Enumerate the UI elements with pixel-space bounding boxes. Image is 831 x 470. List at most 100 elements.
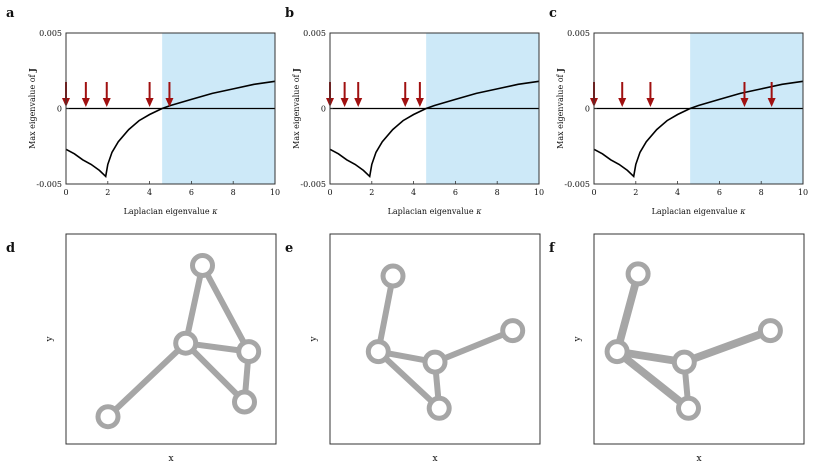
eigenvalue-arrow	[618, 82, 627, 107]
eigenvalue-arrow	[767, 82, 776, 107]
network-plot-f: f x y	[549, 233, 805, 464]
network-node	[422, 349, 448, 375]
network-node	[604, 339, 630, 365]
x-tick-label: 8	[759, 188, 764, 197]
plot-frame	[65, 233, 277, 445]
eigen-curve	[329, 80, 540, 179]
network-edge	[613, 269, 642, 356]
arrow-head	[767, 98, 776, 107]
panel-letter: a	[6, 6, 15, 21]
network-edge	[432, 327, 516, 366]
x-axis-label: x	[432, 454, 437, 464]
arrow-head	[740, 98, 749, 107]
x-tick-label: 0	[591, 188, 596, 197]
eigenvalue-arrow	[740, 82, 749, 107]
x-tick-label: 10	[534, 188, 544, 197]
x-tick-label: 8	[231, 188, 236, 197]
x-axis-label: Laplacian eigenvalue κ	[652, 207, 747, 216]
network-edge	[105, 340, 189, 420]
y-axis-label: y	[573, 336, 583, 343]
x-axis-label: Laplacian eigenvalue κ	[124, 207, 219, 216]
network-node	[757, 318, 783, 344]
eigenvalue-arrow	[354, 82, 363, 107]
x-tick-label: 0	[327, 188, 332, 197]
eigenvalue-arrow	[415, 82, 424, 107]
network-edge	[182, 340, 248, 405]
panel-letter: b	[285, 6, 294, 21]
network-edge	[613, 347, 693, 413]
arrow-head	[354, 98, 363, 107]
x-tick-label: 4	[411, 188, 416, 197]
eigenvalue-arrow	[340, 82, 349, 107]
y-axis-label: Max eigenvalue of J	[555, 68, 565, 149]
x-tick-label: 6	[189, 188, 194, 197]
y-tick-label: 0.005	[303, 29, 326, 38]
x-tick-label: 10	[798, 188, 808, 197]
arrow-head	[618, 98, 627, 107]
y-tick-label: -0.005	[564, 180, 590, 189]
arrow-head	[102, 98, 111, 107]
arrow-head	[401, 98, 410, 107]
x-tick-label: 6	[453, 188, 458, 197]
network-edge	[199, 262, 252, 355]
network-node	[625, 261, 651, 287]
y-tick-label: -0.005	[300, 180, 326, 189]
panel-letter: c	[549, 6, 557, 21]
arrow-head	[340, 98, 349, 107]
y-tick-label: -0.005	[36, 180, 62, 189]
eigen-curve	[65, 80, 276, 179]
y-axis-label: Max eigenvalue of J	[27, 68, 37, 149]
eigenvalue-arrow	[165, 82, 174, 107]
network-node	[173, 330, 199, 356]
x-axis-label: x	[168, 454, 173, 464]
network-node	[365, 339, 391, 365]
eigenvalue-arrow	[145, 82, 154, 107]
y-tick-label: 0.005	[567, 29, 590, 38]
eigenvalue-arrow	[81, 82, 90, 107]
y-tick-label: 0	[585, 105, 590, 114]
y-axis-label: y	[309, 336, 319, 343]
x-tick-label: 2	[105, 188, 110, 197]
y-tick-label: 0	[321, 105, 326, 114]
arrow-head	[165, 98, 174, 107]
arrow-head	[145, 98, 154, 107]
x-axis-label: x	[696, 454, 701, 464]
eigen-curve	[593, 80, 804, 179]
x-tick-label: 4	[147, 188, 152, 197]
network-node	[671, 349, 697, 375]
panel-letter: d	[6, 241, 15, 256]
network-node	[236, 339, 262, 365]
network-edge	[375, 273, 396, 355]
arrow-head	[81, 98, 90, 107]
y-axis-label: Max eigenvalue of J	[291, 68, 301, 149]
network-node	[232, 389, 257, 415]
x-tick-label: 8	[495, 188, 500, 197]
x-axis-label: Laplacian eigenvalue κ	[388, 207, 483, 216]
network-node	[190, 253, 215, 278]
network-edge	[375, 348, 443, 412]
arrow-head	[646, 98, 655, 107]
eigenvalue-arrow	[646, 82, 655, 107]
network-node	[500, 318, 526, 344]
arrow-head	[415, 98, 424, 107]
eigenvalue-arrow	[102, 82, 111, 107]
x-tick-label: 6	[717, 188, 722, 197]
network-plot-e: e x y	[285, 233, 541, 464]
x-tick-label: 4	[675, 188, 680, 197]
y-axis-label: y	[45, 336, 55, 343]
network-edge	[182, 262, 206, 347]
network-node	[380, 263, 406, 289]
panel-letter: f	[549, 241, 556, 256]
plot-frame	[329, 233, 541, 445]
network-node	[95, 404, 121, 430]
network-edge	[680, 326, 775, 367]
panel-letter: e	[285, 241, 293, 256]
x-tick-label: 10	[270, 188, 280, 197]
x-tick-label: 0	[63, 188, 68, 197]
network-node	[426, 395, 452, 421]
y-tick-label: 0.005	[39, 29, 62, 38]
